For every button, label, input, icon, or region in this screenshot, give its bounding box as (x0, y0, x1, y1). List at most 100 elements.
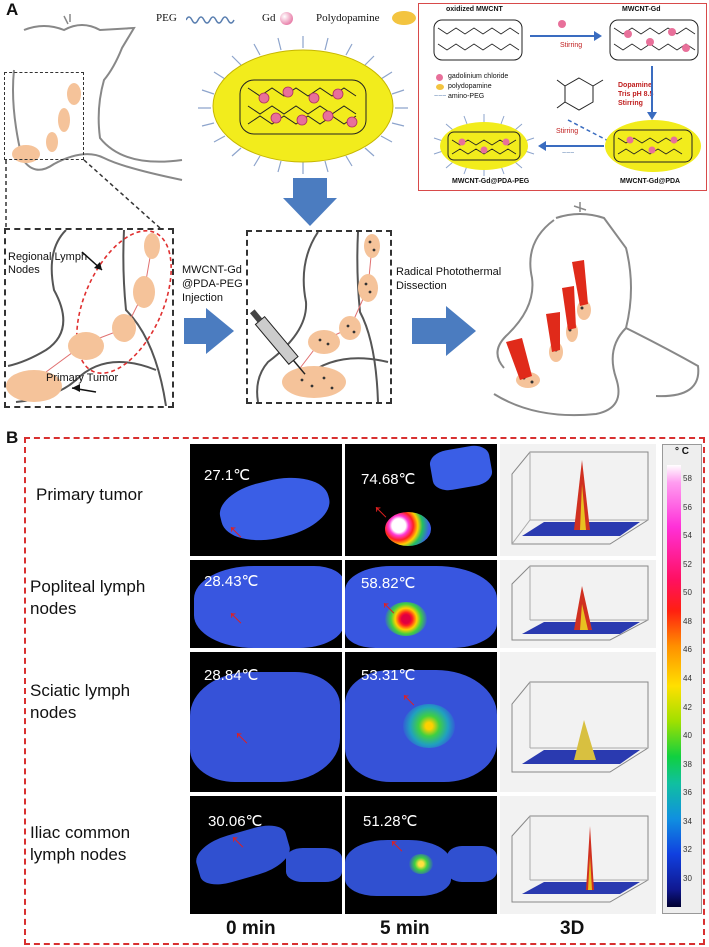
temperature-label: 27.1℃ (204, 467, 251, 484)
colorbar-tick-label: 54 (683, 531, 692, 541)
row-label-popliteal-line-2: nodes (30, 599, 77, 618)
scheme-arrow-2 (647, 66, 657, 120)
row-label-iliac-line-2: lymph nodes (30, 845, 127, 864)
colorbar-tick-label: 34 (683, 816, 692, 826)
thermal-image-r4-0min: 30.06℃ ← (190, 796, 342, 914)
thermal-image-r1-5min: 74.68℃ ← (345, 444, 497, 556)
leg-illustration-left (6, 230, 172, 406)
reagent-pda-icon (436, 84, 444, 90)
scheme-peg-mark: ~~~ (562, 150, 575, 157)
scheme-mwcnt-gd-label: MWCNT-Gd (622, 6, 661, 13)
panel-a-letter: A (6, 0, 19, 19)
scheme-dopamine-1: Dopamine (618, 82, 652, 89)
column-label-0min: 0 min (226, 918, 276, 939)
colorbar-tick-label: 52 (683, 559, 692, 569)
zoom-region-box (4, 72, 84, 160)
surface-plot (511, 681, 649, 773)
temperature-label: 28.84℃ (204, 667, 259, 684)
scheme-reagent-2: polydopamine (448, 83, 492, 90)
row-label-popliteal: Popliteal lymph nodes (30, 576, 186, 620)
plot-3d-r1 (500, 444, 656, 556)
colorbar-tick-label: 42 (683, 702, 692, 712)
reagent-gd-icon (436, 74, 443, 81)
pda-icon (392, 11, 416, 25)
mouse-dissection-illustration (493, 202, 700, 417)
temperature-label: 53.31℃ (361, 667, 416, 684)
scheme-tube-pda (605, 120, 701, 172)
right-arrow-1-head (206, 308, 234, 354)
scheme-reagent-3: amino-PEG (448, 93, 485, 100)
right-arrow-2-head (446, 306, 476, 356)
injection-label-3: Injection (182, 292, 223, 304)
temperature-label: 74.68℃ (361, 471, 416, 488)
right-arrow-1 (184, 318, 206, 344)
scheme-tube-oxidized (433, 19, 523, 61)
thermal-image-r3-0min: 28.84℃ ← (190, 652, 342, 792)
temperature-label: 28.43℃ (204, 573, 259, 590)
thermal-image-r1-0min: 27.1℃ ← (190, 444, 342, 556)
surface-plot (511, 451, 649, 545)
scheme-oxidized-label: oxidized MWCNT (446, 6, 503, 13)
row-label-sciatic-line-1: Sciatic lymph (30, 681, 131, 700)
leg-zoom-box-middle (246, 230, 392, 404)
injection-label-1: MWCNT-Gd (182, 264, 242, 276)
temperature-label: 51.28℃ (363, 813, 418, 830)
thermal-image-r3-5min: 53.31℃ ← (345, 652, 497, 792)
row-label-sciatic-line-2: nodes (30, 703, 77, 722)
dissection-label-1: Radical Photothermal (396, 266, 502, 278)
plot-3d-r4 (500, 796, 656, 914)
scheme-arrow-1 (530, 31, 602, 41)
leg-zoom-box-left (4, 228, 174, 408)
colorbar-tick-label: 30 (683, 874, 692, 883)
plot-3d-r3 (500, 652, 656, 792)
colorbar-tick-label: 46 (683, 645, 692, 655)
mouse-blob (194, 566, 342, 648)
regional-lymph-label-1: Regional Lymph (8, 251, 88, 263)
column-label-3d: 3D (560, 918, 585, 939)
row-label-iliac-line-1: Iliac common (30, 823, 131, 842)
down-arrow-head (283, 198, 337, 226)
row-label-sciatic: Sciatic lymph nodes (30, 680, 186, 724)
colorbar-tick-label: 36 (683, 788, 692, 798)
mouse-blob-2 (447, 846, 497, 882)
thermal-image-r2-5min: 58.82℃ ← (345, 560, 497, 648)
temperature-label: 58.82℃ (361, 575, 416, 592)
scheme-stirring-1: Stirring (560, 42, 583, 49)
mouse-outline-small (12, 14, 183, 181)
down-arrow (293, 178, 327, 198)
scheme-final-product: MWCNT-Gd@PDA-PEG (452, 178, 530, 185)
hotspot (385, 512, 431, 546)
scheme-stirring-2: Stirring (556, 128, 579, 135)
zoom-lines (5, 159, 161, 229)
reagent-peg-icon: ~~~ (434, 93, 447, 100)
row-label-primary-tumor: Primary tumor (36, 484, 186, 506)
row-label-primary-tumor-line-1: Primary tumor (36, 485, 143, 504)
scheme-reagent-1: gadolinium chloride (448, 73, 509, 80)
mouse-blob (345, 840, 451, 896)
scheme-pda-product: MWCNT-Gd@PDA (620, 178, 681, 185)
scheme-arrow-3 (538, 141, 604, 151)
regional-lymph-label-2: Nodes (8, 264, 40, 276)
hotspot (403, 704, 455, 748)
mouse-blob-2 (286, 848, 342, 882)
legend-pda-label: Polydopamine (316, 12, 380, 24)
colorbar-tick-label: 32 (683, 845, 692, 855)
leg-illustration-middle (249, 232, 389, 402)
legend-peg-label: PEG (156, 12, 177, 24)
colorbar-tick-label: 38 (683, 759, 692, 769)
dopamine-structure (556, 77, 604, 111)
peg-icon (186, 16, 235, 24)
colorbar-unit: ° C (675, 446, 689, 457)
mouse-blob (190, 672, 340, 782)
scheme-dopamine-2: Tris pH 8.5 (618, 91, 654, 98)
surface-plot (511, 565, 649, 641)
gd-icon (280, 12, 293, 25)
column-label-5min: 5 min (380, 918, 430, 939)
colorbar-tick-label: 56 (683, 502, 692, 512)
colorbar-gradient (667, 465, 681, 907)
dissection-label-2: Dissection (396, 280, 447, 292)
row-label-iliac: Iliac common lymph nodes (30, 822, 186, 866)
plot-3d-r2 (500, 560, 656, 648)
